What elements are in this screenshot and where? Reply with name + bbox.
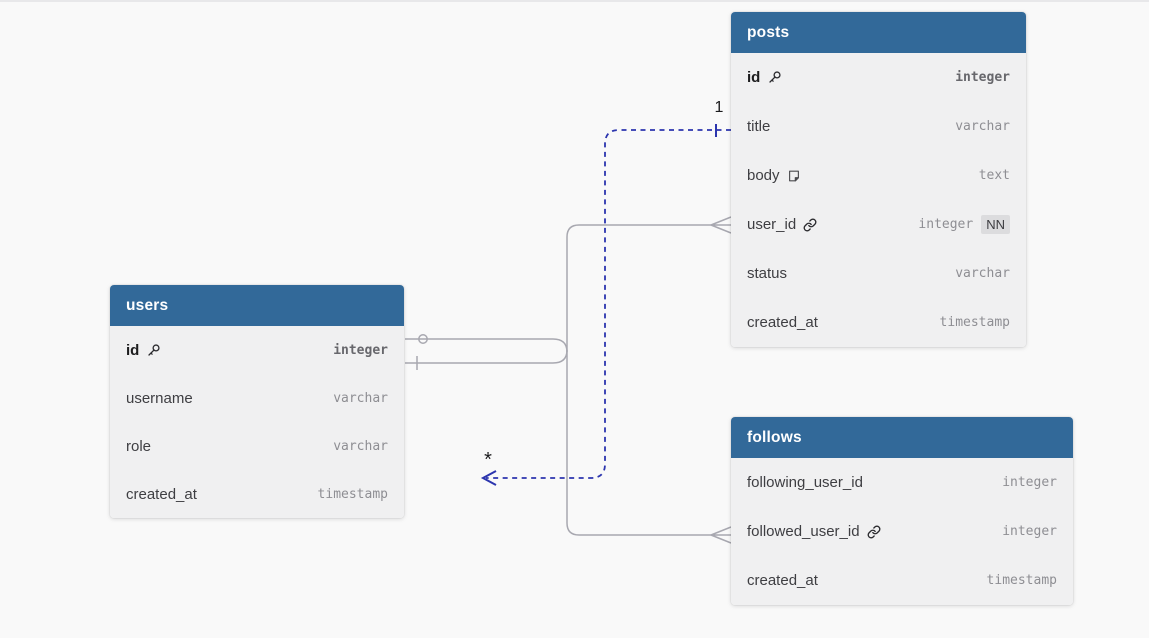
table-posts[interactable]: posts id integer title varchar body text user_… — [731, 12, 1026, 347]
link-icon — [867, 525, 881, 539]
field-type: varchar — [955, 119, 1010, 134]
field-row[interactable]: followed_user_id integer — [731, 507, 1073, 556]
field-name: user_id — [747, 216, 797, 233]
table-header[interactable]: users — [110, 285, 404, 326]
field-row[interactable]: role varchar — [110, 422, 404, 470]
field-row[interactable]: following_user_id integer — [731, 458, 1073, 507]
field-name: title — [747, 118, 771, 135]
field-type: integer — [1002, 475, 1057, 490]
field-row[interactable]: status varchar — [731, 249, 1026, 298]
relationship-users-posts[interactable] — [405, 216, 732, 544]
field-name: followed_user_id — [747, 523, 860, 540]
field-name: role — [126, 437, 152, 455]
field-type: integer — [1002, 524, 1057, 539]
field-name: id — [747, 69, 761, 86]
field-row[interactable]: created_at timestamp — [731, 298, 1026, 347]
note-icon — [787, 169, 801, 183]
cardinality-label-many: * — [484, 449, 492, 471]
field-type: varchar — [333, 438, 388, 454]
cardinality-label-one: 1 — [714, 99, 724, 116]
field-type: timestamp — [939, 315, 1010, 330]
table-title: follows — [747, 428, 802, 446]
field-name: status — [747, 265, 788, 282]
table-title: posts — [747, 23, 790, 41]
field-row[interactable]: id integer — [110, 326, 404, 374]
pending-many-arrowhead — [480, 470, 497, 486]
field-type: text — [978, 168, 1010, 183]
field-type: integer — [333, 342, 388, 358]
field-type: varchar — [333, 390, 388, 406]
field-name: id — [126, 341, 140, 359]
field-type: varchar — [955, 266, 1010, 281]
field-name: following_user_id — [747, 474, 863, 491]
field-name: username — [126, 389, 193, 407]
field-type: timestamp — [317, 486, 388, 502]
crows-foot-posts — [710, 216, 732, 234]
field-type: integer — [955, 70, 1010, 85]
canvas-top-border — [0, 0, 1149, 2]
link-icon — [803, 218, 817, 232]
crows-foot-follows — [710, 526, 732, 544]
field-row[interactable]: created_at timestamp — [110, 470, 404, 518]
field-name: created_at — [747, 314, 818, 331]
table-rows: id integer username varchar role varchar creat… — [110, 326, 404, 518]
key-icon — [767, 70, 782, 85]
field-name: created_at — [126, 485, 197, 503]
key-icon — [146, 343, 161, 358]
table-header[interactable]: follows — [731, 417, 1073, 458]
field-row[interactable]: created_at timestamp — [731, 556, 1073, 605]
table-header[interactable]: posts — [731, 12, 1026, 53]
not-null-badge: NN — [981, 215, 1010, 234]
field-name: body — [747, 167, 780, 184]
table-rows: id integer title varchar body text user_id inte… — [731, 53, 1026, 347]
field-type: timestamp — [986, 573, 1057, 588]
table-title: users — [126, 296, 169, 314]
field-name: created_at — [747, 572, 818, 589]
field-row[interactable]: title varchar — [731, 102, 1026, 151]
field-row[interactable]: username varchar — [110, 374, 404, 422]
table-users[interactable]: users id integer username varchar role varcha… — [110, 285, 404, 518]
field-row[interactable]: body text — [731, 151, 1026, 200]
field-row[interactable]: user_id integer NN — [731, 200, 1026, 249]
cardinality-circle-marker — [418, 334, 428, 344]
field-row[interactable]: id integer — [731, 53, 1026, 102]
pending-relationship-line[interactable] — [480, 124, 731, 486]
field-type: integer — [918, 217, 974, 232]
